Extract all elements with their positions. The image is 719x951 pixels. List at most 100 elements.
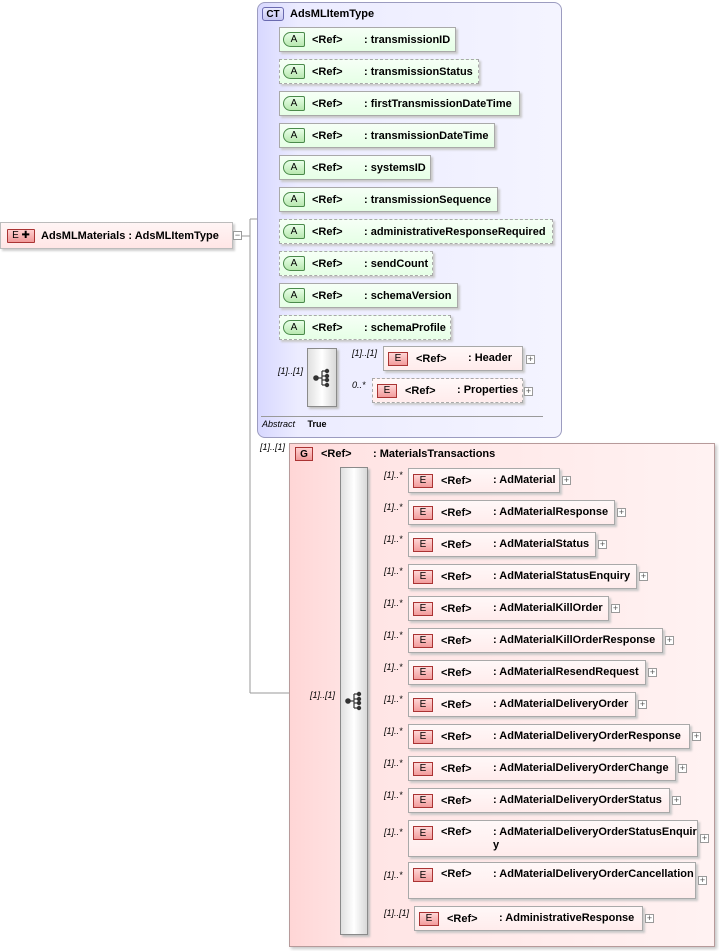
element-badge: E (413, 633, 433, 648)
expand-icon[interactable]: + (672, 795, 681, 805)
attribute-systemsid[interactable]: A <Ref> : systemsID (279, 155, 431, 180)
element-name: : AdMaterialResponse (493, 506, 609, 518)
root-element-adsmlmaterials[interactable]: E ✚ AdsMLMaterials : AdsMLItemType (0, 222, 233, 249)
complex-type-name: AdsMLItemType (290, 8, 375, 20)
element-header[interactable]: E <Ref> : Header (383, 346, 523, 371)
expand-icon[interactable]: + (639, 571, 648, 581)
root-collapse-icon[interactable]: − (233, 230, 242, 240)
element-admaterialdeliveryorderstatusenquiry[interactable]: E <Ref> : AdMaterialDeliveryOrderStatusE… (408, 820, 698, 857)
attribute-name: : sendCount (364, 257, 429, 270)
element-admaterialdeliveryorder[interactable]: E <Ref> : AdMaterialDeliveryOrder (408, 692, 636, 717)
ref-label: <Ref> (441, 474, 472, 487)
element-admaterialstatus[interactable]: E <Ref> : AdMaterialStatus (408, 532, 596, 557)
element-admaterial[interactable]: E <Ref> : AdMaterial (408, 468, 560, 493)
attribute-administrativeresponserequired[interactable]: A <Ref> : administrativeResponseRequired (279, 219, 553, 244)
attribute-name: : transmissionID (364, 33, 451, 46)
attribute-badge: A (283, 128, 305, 143)
choice-compositor[interactable] (340, 467, 368, 935)
ref-label: <Ref> (441, 602, 472, 615)
ref-label: <Ref> (312, 65, 343, 78)
attribute-schemaprofile[interactable]: A <Ref> : schemaProfile (279, 315, 451, 340)
element-badge: E (377, 383, 397, 398)
expand-icon[interactable]: + (526, 354, 535, 364)
element-badge: E (413, 473, 433, 488)
expand-icon[interactable]: + (598, 539, 607, 549)
complex-type-badge: CT (262, 7, 284, 21)
element-name: : Properties (457, 384, 519, 396)
ref-label: <Ref> (312, 289, 343, 302)
choice-cardinality: [1]..[1] (310, 690, 336, 700)
element-properties[interactable]: E <Ref> : Properties (372, 378, 523, 403)
root-element-type: : AdsMLItemType (128, 229, 219, 242)
element-badge: E (413, 868, 433, 882)
ref-label: <Ref> (405, 384, 436, 397)
group-cardinality: [1]..[1] (260, 442, 286, 452)
element-badge: E (388, 351, 408, 366)
complex-type-title: CT AdsMLItemType (262, 7, 374, 21)
attribute-badge: A (283, 192, 305, 207)
element-badge: E (413, 793, 433, 808)
attribute-sendcount[interactable]: A <Ref> : sendCount (279, 251, 433, 276)
element-administrativeresponse[interactable]: E <Ref> : AdministrativeResponse (414, 906, 643, 931)
ref-label: <Ref> (441, 506, 472, 519)
group-title: G <Ref> : MaterialsTransactions (295, 447, 495, 461)
element-badge: E (413, 729, 433, 744)
element-cardinality: [1]..* (384, 694, 403, 704)
element-admaterialkillorder[interactable]: E <Ref> : AdMaterialKillOrder (408, 596, 609, 621)
ref-label: <Ref> (321, 448, 352, 460)
attribute-name: : systemsID (364, 161, 426, 174)
expand-icon[interactable]: + (700, 833, 709, 843)
element-admaterialdeliveryorderstatus[interactable]: E <Ref> : AdMaterialDeliveryOrderStatus (408, 788, 670, 813)
element-admaterialresendrequest[interactable]: E <Ref> : AdMaterialResendRequest (408, 660, 646, 685)
expand-icon[interactable]: + (698, 875, 707, 885)
element-name: : AdMaterialStatusEnquiry (493, 570, 631, 582)
element-badge: E (413, 537, 433, 552)
attribute-name: : administrativeResponseRequired (364, 225, 546, 238)
ref-label: <Ref> (441, 868, 472, 880)
element-admaterialkillorderresponse[interactable]: E <Ref> : AdMaterialKillOrderResponse (408, 628, 663, 653)
attribute-transmissionid[interactable]: A <Ref> : transmissionID (279, 27, 456, 52)
expand-icon[interactable]: + (638, 699, 647, 709)
expand-icon[interactable]: + (617, 507, 626, 517)
attribute-transmissiondatetime[interactable]: A <Ref> : transmissionDateTime (279, 123, 495, 148)
expand-icon[interactable]: + (692, 731, 701, 741)
properties-cardinality: 0..* (352, 380, 366, 390)
element-admaterialdeliveryorderchange[interactable]: E <Ref> : AdMaterialDeliveryOrderChange (408, 756, 676, 781)
ref-label: <Ref> (312, 97, 343, 110)
ref-label: <Ref> (441, 538, 472, 551)
sequence-compositor[interactable] (307, 348, 337, 407)
attribute-badge: A (283, 256, 305, 271)
expand-icon[interactable]: + (562, 475, 571, 485)
element-name: : AdMaterialResendRequest (493, 666, 639, 678)
element-cardinality: [1]..* (384, 470, 403, 480)
element-name: : AdMaterialDeliveryOrderResponse (493, 730, 681, 742)
expand-icon[interactable]: + (611, 603, 620, 613)
element-badge: E (413, 665, 433, 680)
expand-icon[interactable]: + (648, 667, 657, 677)
attribute-transmissionsequence[interactable]: A <Ref> : transmissionSequence (279, 187, 498, 212)
element-badge: E (413, 505, 433, 520)
expand-icon[interactable]: + (645, 913, 654, 923)
expand-icon[interactable]: + (524, 386, 533, 396)
element-admaterialdeliveryordercancellation[interactable]: E <Ref> : AdMaterialDeliveryOrderCancell… (408, 862, 696, 899)
expand-icon[interactable]: + (678, 763, 687, 773)
element-name: : AdMaterialStatus (493, 538, 590, 550)
element-cardinality: [1]..* (384, 662, 403, 672)
element-name: : AdMaterialDeliveryOrderCancellation (493, 868, 694, 880)
element-admaterialresponse[interactable]: E <Ref> : AdMaterialResponse (408, 500, 615, 525)
header-cardinality: [1]..[1] (352, 348, 378, 358)
element-admaterialstatusenquiry[interactable]: E <Ref> : AdMaterialStatusEnquiry (408, 564, 637, 589)
attribute-transmissionstatus[interactable]: A <Ref> : transmissionStatus (279, 59, 479, 84)
attribute-schemaversion[interactable]: A <Ref> : schemaVersion (279, 283, 458, 308)
expand-icon[interactable]: + (665, 635, 674, 645)
ref-label: <Ref> (312, 161, 343, 174)
element-badge: E ✚ (7, 228, 35, 243)
plus-icon: ✚ (21, 230, 30, 241)
element-name: : AdMaterialKillOrderResponse (493, 634, 656, 646)
root-element-name: AdsMLMaterials (41, 229, 126, 242)
element-name: : AdministrativeResponse (499, 912, 635, 924)
attribute-firsttransmissiondatetime[interactable]: A <Ref> : firstTransmissionDateTime (279, 91, 520, 116)
ref-label: <Ref> (312, 257, 343, 270)
element-admaterialdeliveryorderresponse[interactable]: E <Ref> : AdMaterialDeliveryOrderRespons… (408, 724, 690, 749)
element-name: : AdMaterialDeliveryOrderChange (493, 762, 669, 774)
